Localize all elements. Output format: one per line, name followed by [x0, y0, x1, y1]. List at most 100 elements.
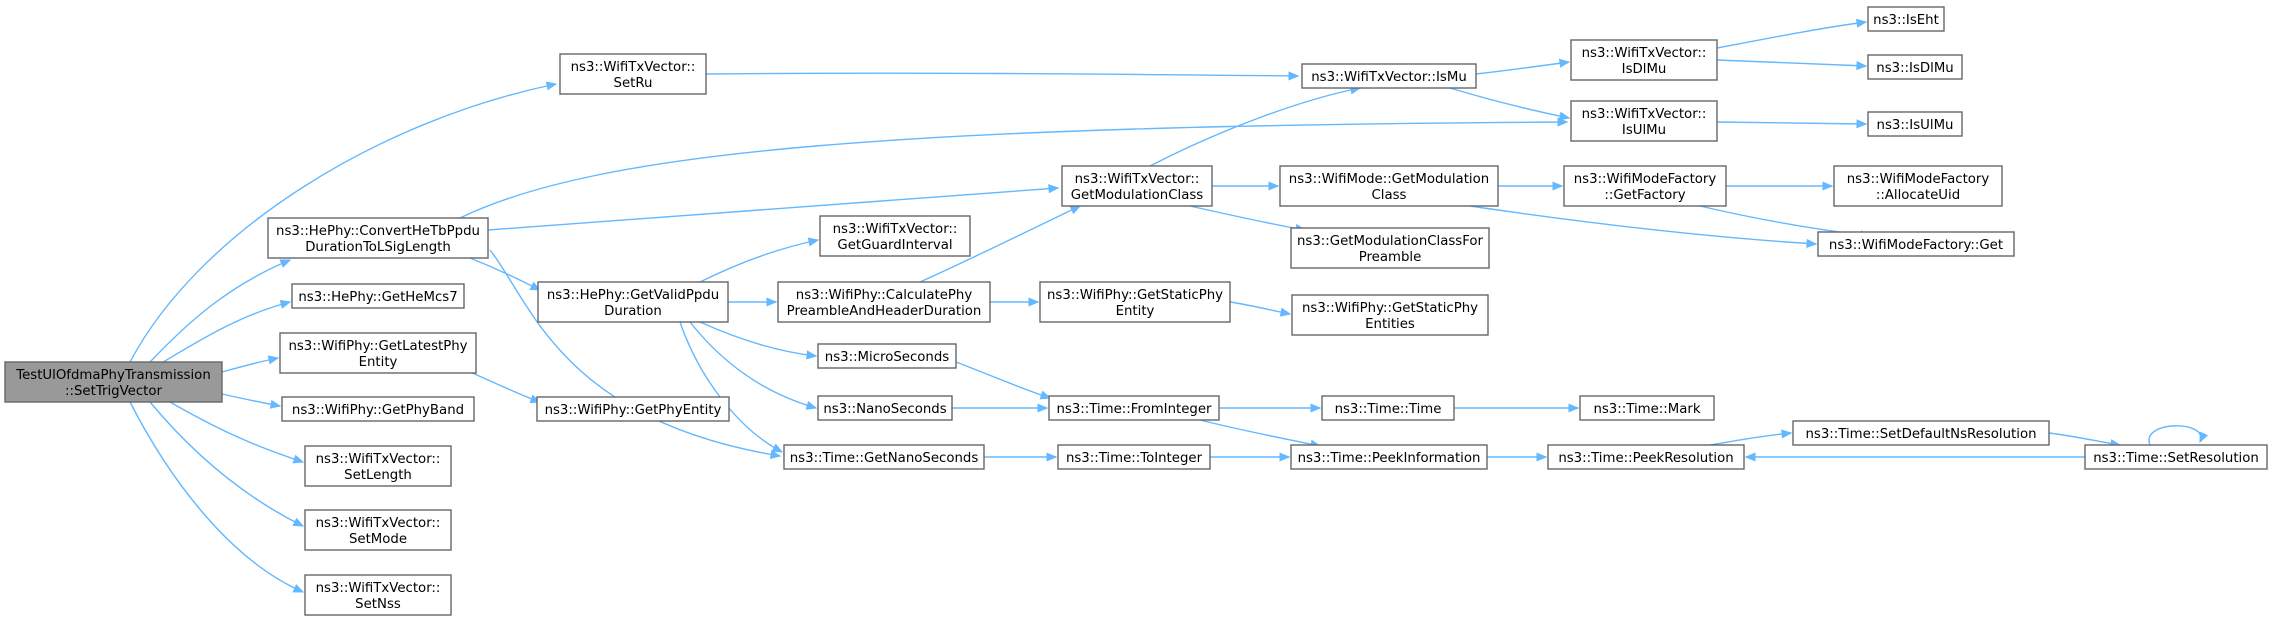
- node-label: ns3::WifiTxVector::: [316, 516, 441, 531]
- node-label: ns3::MicroSeconds: [825, 350, 949, 365]
- edge-getmodclass-to-getmodpre: [1189, 205, 1307, 233]
- edge-getfactory-to-allocuid: [1726, 181, 1834, 191]
- node-box: [1579, 395, 1715, 421]
- edge-convert-to-getvalid: [469, 257, 542, 291]
- node-calcpre[interactable]: ns3::WifiPhy::CalculatePhyPreambleAndHea…: [777, 281, 991, 323]
- node-box: [1039, 281, 1231, 323]
- node-box: [1563, 165, 1727, 207]
- node-isulmu2[interactable]: ns3::IsUlMu: [1867, 111, 1963, 137]
- edge-root-to-setmode: [149, 401, 305, 527]
- node-label: ns3::WifiTxVector::: [316, 581, 441, 596]
- node-box: [281, 396, 475, 422]
- node-label: ns3::GetModulationClassFor: [1297, 234, 1484, 249]
- node-setru[interactable]: ns3::WifiTxVector::SetRu: [559, 53, 707, 95]
- node-box: [4, 361, 223, 403]
- node-box: [819, 215, 971, 257]
- node-box: [304, 445, 452, 487]
- node-allocuid[interactable]: ns3::WifiModeFactory::AllocateUid: [1833, 165, 2003, 207]
- node-label: ns3::IsEht: [1873, 13, 1939, 28]
- node-setdefault[interactable]: ns3::Time::SetDefaultNsResolution: [1792, 420, 2050, 446]
- node-box: [1792, 420, 2050, 446]
- edge-root-to-setlength: [169, 401, 305, 464]
- node-label: ns3::WifiTxVector::: [316, 452, 441, 467]
- node-modegetmod[interactable]: ns3::WifiMode::GetModulationClass: [1279, 165, 1499, 207]
- node-box: [777, 281, 991, 323]
- node-peekres[interactable]: ns3::Time::PeekResolution: [1547, 444, 1745, 470]
- node-box: [1321, 395, 1455, 421]
- node-label: SetLength: [344, 468, 412, 483]
- node-label: ::SetTrigVector: [65, 384, 162, 399]
- node-box: [1867, 111, 1963, 137]
- node-nano[interactable]: ns3::NanoSeconds: [817, 395, 953, 421]
- edge-frominteger-to-peekinfo: [1199, 419, 1322, 449]
- edge-getvalid-to-calcpre: [728, 297, 778, 307]
- node-getfactory[interactable]: ns3::WifiModeFactory::GetFactory: [1563, 165, 1727, 207]
- node-tointeger[interactable]: ns3::Time::ToInteger: [1057, 444, 1211, 470]
- node-timetime[interactable]: ns3::Time::Time: [1321, 395, 1455, 421]
- node-label: ns3::WifiModeFactory: [1847, 172, 1990, 187]
- node-setmode[interactable]: ns3::WifiTxVector::SetMode: [304, 509, 452, 551]
- node-label: ns3::WifiTxVector::IsMu: [1311, 70, 1467, 85]
- node-box: [291, 283, 465, 309]
- node-box: [1547, 444, 1745, 470]
- node-label: Class: [1372, 188, 1407, 203]
- edge-getvalid-to-getguard: [699, 237, 820, 283]
- node-box: [817, 343, 957, 369]
- node-label: IsUlMu: [1622, 123, 1666, 138]
- node-label: ns3::IsUlMu: [1877, 118, 1954, 133]
- edge-convert-to-getnano: [489, 249, 782, 459]
- node-mark[interactable]: ns3::Time::Mark: [1579, 395, 1715, 421]
- node-label: ns3::WifiModeFactory::Get: [1829, 238, 2003, 253]
- edge-nano-to-frominteger: [952, 403, 1049, 413]
- edge-convert-to-getmodclass: [487, 184, 1060, 231]
- node-iseht[interactable]: ns3::IsEht: [1867, 6, 1945, 32]
- node-label: ns3::Time::SetDefaultNsResolution: [1805, 427, 2036, 442]
- node-factoryget[interactable]: ns3::WifiModeFactory::Get: [1817, 231, 2015, 257]
- node-box: [536, 396, 730, 422]
- node-root[interactable]: TestUlOfdmaPhyTransmission::SetTrigVecto…: [4, 361, 223, 403]
- node-gethemcs7[interactable]: ns3::HePhy::GetHeMcs7: [291, 283, 465, 309]
- edge-getstatic-to-staticents: [1229, 301, 1292, 317]
- node-micro[interactable]: ns3::MicroSeconds: [817, 343, 957, 369]
- edge-root-to-convert: [149, 259, 292, 363]
- node-getphyband[interactable]: ns3::WifiPhy::GetPhyBand: [281, 396, 475, 422]
- node-getphyentity[interactable]: ns3::WifiPhy::GetPhyEntity: [536, 396, 730, 422]
- edge-getvalid-to-getnano: [679, 321, 784, 453]
- node-label: GetGuardInterval: [837, 238, 952, 253]
- node-label: Entity: [359, 355, 398, 370]
- node-frominteger[interactable]: ns3::Time::FromInteger: [1048, 395, 1220, 421]
- node-convert[interactable]: ns3::HePhy::ConvertHeTbPpduDurationToLSi…: [267, 217, 489, 259]
- node-box: [267, 217, 489, 259]
- edge-modegetmod-to-getfactory: [1498, 181, 1564, 191]
- node-isdlmu[interactable]: ns3::WifiTxVector::IsDlMu: [1570, 39, 1718, 81]
- node-getnano[interactable]: ns3::Time::GetNanoSeconds: [783, 444, 985, 470]
- node-isdlmu2[interactable]: ns3::IsDlMu: [1867, 54, 1963, 80]
- node-label: Entity: [1116, 304, 1155, 319]
- node-label: ns3::WifiPhy::GetLatestPhy: [288, 339, 467, 354]
- edge-peekinfo-to-peekres: [1486, 452, 1548, 462]
- node-setlength[interactable]: ns3::WifiTxVector::SetLength: [304, 445, 452, 487]
- node-getmodclass[interactable]: ns3::WifiTxVector::GetModulationClass: [1061, 165, 1213, 207]
- node-getguard[interactable]: ns3::WifiTxVector::GetGuardInterval: [819, 215, 971, 257]
- node-box: [817, 395, 953, 421]
- node-setres[interactable]: ns3::Time::SetResolution: [2084, 444, 2268, 470]
- node-label: SetMode: [349, 532, 407, 547]
- node-label: ::AllocateUid: [1876, 188, 1960, 203]
- node-label: ns3::Time::SetResolution: [2093, 451, 2259, 466]
- node-isulmu[interactable]: ns3::WifiTxVector::IsUlMu: [1570, 100, 1718, 142]
- edge-root-to-setnss: [129, 401, 305, 593]
- edge-peekres-to-setdefault: [1709, 429, 1793, 446]
- function-nodes: TestUlOfdmaPhyTransmission::SetTrigVecto…: [4, 6, 2268, 616]
- node-label: ns3::Time::Time: [1335, 402, 1442, 417]
- node-setnss[interactable]: ns3::WifiTxVector::SetNss: [304, 574, 452, 616]
- node-label: Preamble: [1359, 250, 1422, 265]
- edge-tointeger-to-peekinfo: [1209, 452, 1291, 462]
- node-box: [783, 444, 985, 470]
- node-peekinfo[interactable]: ns3::Time::PeekInformation: [1290, 444, 1488, 470]
- node-ismu[interactable]: ns3::WifiTxVector::IsMu: [1301, 63, 1477, 89]
